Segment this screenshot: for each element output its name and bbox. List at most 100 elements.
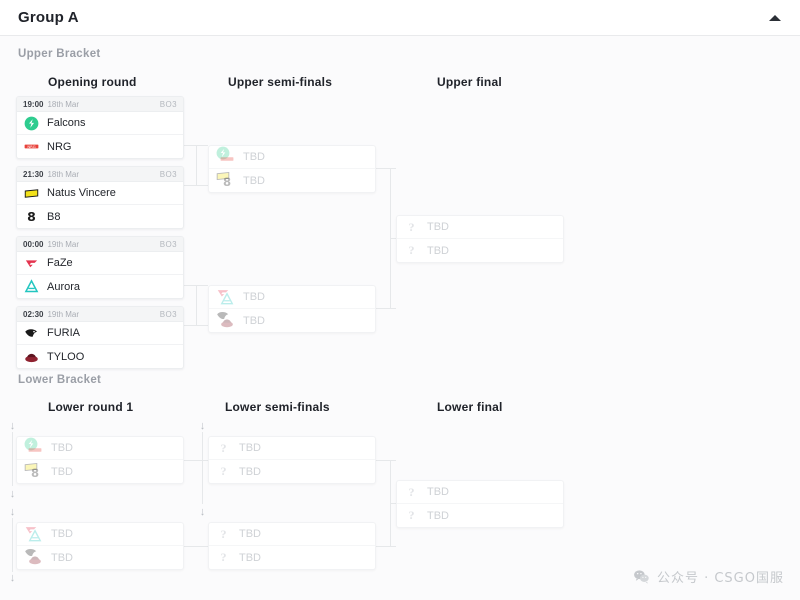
nrg-logo: NRG xyxy=(24,139,39,154)
connector xyxy=(202,432,203,504)
match-card[interactable]: TBD TBD xyxy=(16,522,184,570)
match-card[interactable]: 19:00 18th Mar BO3 Falcons NRG NRG xyxy=(16,96,184,159)
question-icon: ? xyxy=(408,243,415,257)
team-row[interactable]: TBD xyxy=(209,309,375,332)
team-row[interactable]: TBD xyxy=(209,146,375,169)
team-row[interactable]: ? TBD xyxy=(397,504,563,527)
svg-text:8: 8 xyxy=(223,175,231,189)
team-row[interactable]: ? TBD xyxy=(209,546,375,569)
connector xyxy=(184,460,208,461)
team-row[interactable]: ? TBD xyxy=(209,523,375,546)
team-name: TBD xyxy=(243,174,265,187)
furia-tyloo-stack-icon xyxy=(24,548,43,567)
furia-logo xyxy=(24,326,39,341)
question-icon: ? xyxy=(408,484,415,499)
question-icon: ? xyxy=(408,508,415,522)
match-date: 18th Mar xyxy=(47,169,80,179)
drop-down-arrow-icon: ↓ xyxy=(9,506,16,518)
watermark-text: 公众号 · CSGO国服 xyxy=(656,571,784,586)
team-row[interactable]: 8 TBD xyxy=(209,169,375,192)
team-name: TBD xyxy=(239,528,261,540)
falcons-nrg-stack-icon xyxy=(216,146,235,167)
connector xyxy=(390,503,398,504)
match-date: 18th Mar xyxy=(47,99,80,109)
match-format: BO3 xyxy=(159,169,177,179)
team-row[interactable]: Falcons xyxy=(17,112,183,135)
match-date: 19th Mar xyxy=(47,239,80,249)
connector xyxy=(183,185,208,186)
team-row[interactable]: ? TBD xyxy=(397,239,563,262)
team-row[interactable]: NRG NRG xyxy=(17,135,183,158)
connector xyxy=(183,145,208,146)
team-row[interactable]: TBD xyxy=(209,286,375,309)
match-card[interactable]: TBD 8 TBD xyxy=(16,436,184,484)
drop-down-arrow-icon: ↓ xyxy=(199,506,206,518)
drop-down-arrow-icon: ↓ xyxy=(9,420,16,432)
team-name: TBD xyxy=(243,291,265,303)
svg-text:8: 8 xyxy=(27,209,36,224)
collapse-group-button[interactable] xyxy=(764,8,786,28)
tyloo-logo xyxy=(24,349,39,364)
team-row[interactable]: TBD xyxy=(17,437,183,460)
team-row[interactable]: Natus Vincere xyxy=(17,182,183,205)
team-row[interactable]: ? TBD xyxy=(209,460,375,483)
team-row[interactable]: 8 B8 xyxy=(17,205,183,228)
connector xyxy=(12,518,13,572)
drop-down-arrow-icon: ↓ xyxy=(9,572,16,584)
match-card[interactable]: TBD 8 TBD xyxy=(208,145,376,193)
team-name: TBD xyxy=(427,221,449,233)
team-row[interactable]: FaZe xyxy=(17,252,183,275)
team-row[interactable]: ? TBD xyxy=(397,216,563,239)
round-title-lower-final: Lower final xyxy=(437,400,503,414)
team-name: TBD xyxy=(239,465,261,478)
match-card[interactable]: 21:30 18th Mar BO3 Natus Vincere 8 B8 xyxy=(16,166,184,229)
team-row[interactable]: TYLOO xyxy=(17,345,183,368)
team-row[interactable]: Aurora xyxy=(17,275,183,298)
match-card[interactable]: 02:30 19th Mar BO3 FURIA TYLOO xyxy=(16,306,184,369)
team-name: B8 xyxy=(47,210,61,223)
navi-logo xyxy=(24,186,39,201)
match-card[interactable]: ? TBD ? TBD xyxy=(396,480,564,528)
connector xyxy=(372,546,396,547)
falcons-logo xyxy=(24,116,39,131)
match-time: 02:30 xyxy=(23,309,44,319)
team-row[interactable]: TBD xyxy=(17,523,183,546)
team-row[interactable]: 8 TBD xyxy=(17,460,183,483)
match-header: 19:00 18th Mar BO3 xyxy=(17,97,183,112)
round-title-lower-round-1: Lower round 1 xyxy=(48,400,134,414)
team-name: TBD xyxy=(51,528,73,540)
team-name: TYLOO xyxy=(47,350,85,363)
team-row[interactable]: ? TBD xyxy=(397,481,563,504)
match-card[interactable]: 00:00 19th Mar BO3 FaZe Aurora xyxy=(16,236,184,299)
match-header: 02:30 19th Mar BO3 xyxy=(17,307,183,322)
connector xyxy=(196,285,197,325)
match-card[interactable]: TBD TBD xyxy=(208,285,376,333)
connector xyxy=(372,460,396,461)
team-name: Falcons xyxy=(47,117,86,129)
match-card[interactable]: ? TBD ? TBD xyxy=(208,522,376,570)
match-time: 00:00 xyxy=(23,239,44,249)
team-row[interactable]: TBD xyxy=(17,546,183,569)
match-time: 19:00 xyxy=(23,99,44,109)
navi-b8-stack-icon: 8 xyxy=(216,171,235,190)
team-name: TBD xyxy=(427,509,449,522)
drop-down-arrow-icon: ↓ xyxy=(9,488,16,500)
team-row[interactable]: ? TBD xyxy=(209,437,375,460)
round-title-lower-semi-finals: Lower semi-finals xyxy=(225,400,330,414)
wechat-icon xyxy=(633,568,650,585)
chevron-up-icon xyxy=(769,15,781,21)
team-name: TBD xyxy=(239,442,261,454)
team-name: TBD xyxy=(243,314,265,327)
connector xyxy=(372,308,396,309)
connector xyxy=(12,432,13,486)
connector xyxy=(183,325,208,326)
navi-b8-stack-icon: 8 xyxy=(24,462,43,481)
team-name: TBD xyxy=(51,551,73,564)
match-header: 21:30 18th Mar BO3 xyxy=(17,167,183,182)
match-card[interactable]: ? TBD ? TBD xyxy=(396,215,564,263)
match-card[interactable]: ? TBD ? TBD xyxy=(208,436,376,484)
team-row[interactable]: FURIA xyxy=(17,322,183,345)
team-name: TBD xyxy=(427,486,449,498)
lower-bracket-label: Lower Bracket xyxy=(18,374,102,386)
